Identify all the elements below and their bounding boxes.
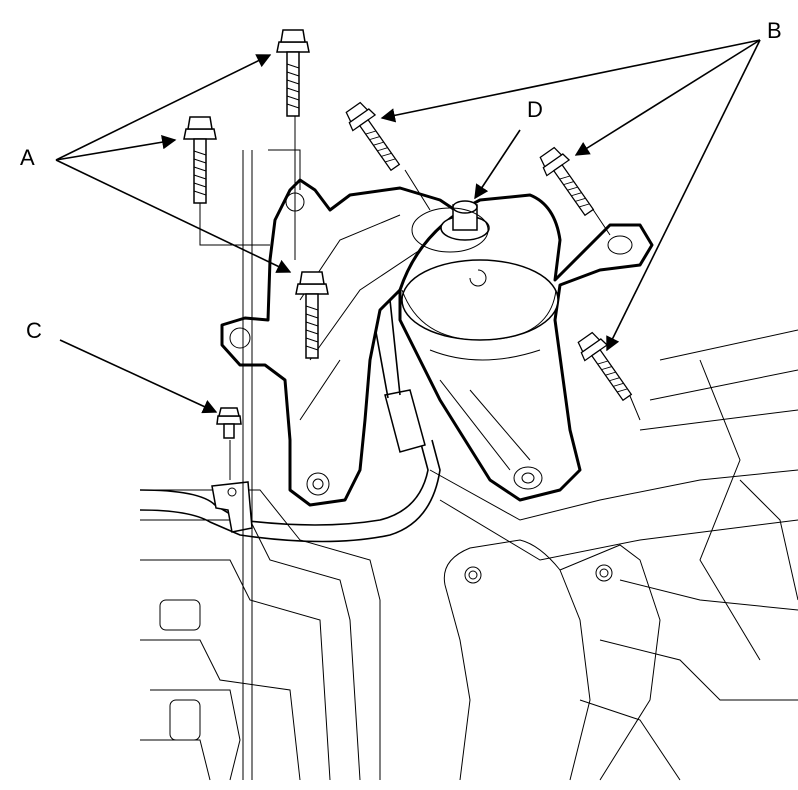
leader-line-d: [474, 129, 521, 200]
callout-c: C: [26, 318, 42, 343]
callout-a: A: [20, 145, 35, 170]
bolt-c: [216, 407, 242, 439]
engine-mount: [398, 193, 654, 502]
callout-b: B: [767, 18, 782, 43]
engine-block-outline: [140, 329, 798, 781]
harness-clip: [211, 481, 253, 533]
bolt-guide-lines: [199, 115, 641, 780]
leader-line-c: [59, 339, 218, 414]
bolt-b-1: [341, 99, 407, 176]
leader-lines-b: [380, 39, 761, 352]
callout-d: D: [527, 97, 543, 122]
leader-lines-a: [55, 54, 292, 273]
bolt-a-left: [183, 116, 217, 204]
bolt-a-top: [276, 29, 310, 117]
wiring-harness: [139, 299, 441, 543]
bolt-b-3: [573, 329, 639, 406]
lower-bracket: [443, 539, 661, 781]
